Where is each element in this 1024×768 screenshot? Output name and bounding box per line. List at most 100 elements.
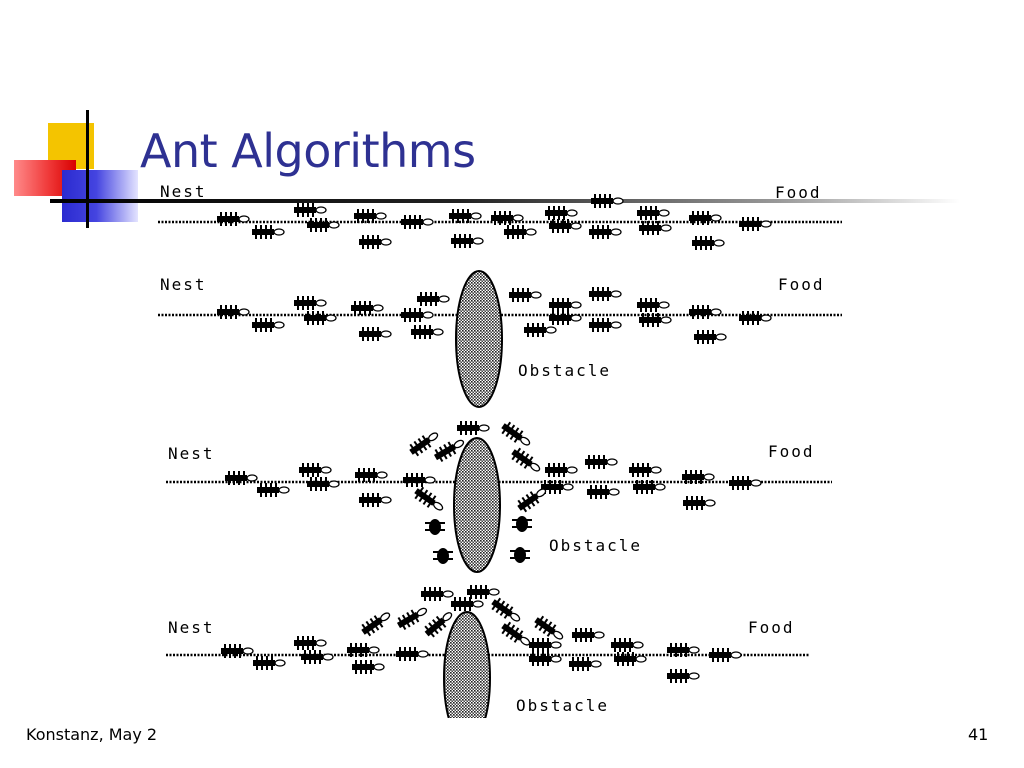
- ant-icon: [449, 209, 482, 223]
- slide-page-number: 41: [968, 725, 989, 744]
- ant-icon: [639, 313, 672, 327]
- ant-icon: [354, 209, 387, 223]
- ant-icon: [347, 643, 380, 657]
- ant-icon: [667, 643, 700, 657]
- nest-label: Nest: [160, 182, 207, 201]
- food-label: Food: [775, 183, 822, 202]
- ant-icon: [709, 648, 742, 662]
- ant-icon: [689, 305, 722, 319]
- ant-icon: [739, 311, 772, 325]
- ant-icon: [355, 468, 388, 482]
- ant-icon: [509, 288, 542, 302]
- ant-icon: [633, 480, 666, 494]
- ant-icon: [217, 305, 250, 319]
- ant-icon: [689, 211, 722, 225]
- ant-icon: [692, 236, 725, 250]
- ant-icon: [545, 463, 578, 477]
- ant-icon: [491, 211, 524, 225]
- ant-icon: [534, 615, 564, 640]
- ant-icon: [504, 225, 537, 239]
- ant-icon: [729, 476, 762, 490]
- ant-icon: [591, 194, 624, 208]
- footer-location-date: Konstanz, May 2: [26, 725, 158, 744]
- ant-icon: [491, 597, 521, 622]
- ant-icon: [501, 621, 531, 646]
- ant-icon: [433, 439, 465, 463]
- ant-icon: [739, 217, 772, 231]
- ant-icon: [614, 652, 647, 666]
- ant-icon: [589, 318, 622, 332]
- ant-icon: [411, 325, 444, 339]
- ant-icon: [257, 483, 290, 497]
- ant-icon: [451, 234, 484, 248]
- ant-icon: [529, 652, 562, 666]
- ant-icon: [589, 225, 622, 239]
- ant-icon: [294, 636, 327, 650]
- ant-icon: [587, 485, 620, 499]
- food-label: Food: [748, 618, 795, 637]
- ant-icon: [217, 212, 250, 226]
- ant-icon: [451, 597, 484, 611]
- ant-icon: [417, 292, 450, 306]
- ant-icon: [511, 447, 541, 472]
- ant-icon: [301, 650, 334, 664]
- ant-icon: [307, 218, 340, 232]
- decor-vertical-rule: [86, 110, 89, 228]
- ant-icon: [541, 480, 574, 494]
- ant-icon: [611, 638, 644, 652]
- ant-icon: [683, 496, 716, 510]
- ant-icon: [549, 298, 582, 312]
- ant-icon: [569, 657, 602, 671]
- ant-icon: [639, 221, 672, 235]
- ant-icon: [529, 638, 562, 652]
- ant-icon: [396, 647, 429, 661]
- ant-icon: [572, 628, 605, 642]
- ant-icon: [517, 488, 547, 513]
- ant-icon: [351, 301, 384, 315]
- ant-icon: [359, 493, 392, 507]
- ant-icon: [396, 607, 428, 631]
- ant-icon: [510, 547, 530, 563]
- ant-icon: [524, 323, 557, 337]
- ant-icon: [637, 206, 670, 220]
- ant-icon: [304, 311, 337, 325]
- obstacle-shape: [455, 270, 503, 408]
- ant-icon: [225, 471, 258, 485]
- ant-icon: [433, 548, 453, 564]
- ant-icon: [359, 235, 392, 249]
- ant-icon: [512, 516, 532, 532]
- ant-icon: [549, 219, 582, 233]
- ant-icon: [403, 473, 436, 487]
- ant-icon: [682, 470, 715, 484]
- nest-label: Nest: [168, 618, 215, 637]
- obstacle-shape: [453, 437, 501, 573]
- obstacle-label: Obstacle: [516, 696, 609, 715]
- footer-occluder: [162, 718, 622, 752]
- obstacle-label: Obstacle: [549, 536, 642, 555]
- nest-label: Nest: [160, 275, 207, 294]
- ant-icon: [299, 463, 332, 477]
- ant-icon: [549, 311, 582, 325]
- nest-label: Nest: [168, 444, 215, 463]
- ant-icon: [401, 215, 434, 229]
- ant-icon: [294, 203, 327, 217]
- ant-icon: [424, 612, 453, 638]
- obstacle-label: Obstacle: [518, 361, 611, 380]
- ant-icon: [361, 612, 391, 637]
- ant-icon: [667, 669, 700, 683]
- ant-icon: [467, 585, 500, 599]
- ant-icon: [307, 477, 340, 491]
- ant-icon: [253, 656, 286, 670]
- food-label: Food: [778, 275, 825, 294]
- ant-icon: [352, 660, 385, 674]
- ant-icon: [252, 225, 285, 239]
- ant-icon: [252, 318, 285, 332]
- ant-icon: [425, 519, 445, 535]
- ant-icon: [401, 308, 434, 322]
- ant-icon: [414, 486, 444, 511]
- ant-icon: [501, 421, 531, 446]
- ant-icon: [629, 463, 662, 477]
- ant-icon: [421, 587, 454, 601]
- ant-icon: [589, 287, 622, 301]
